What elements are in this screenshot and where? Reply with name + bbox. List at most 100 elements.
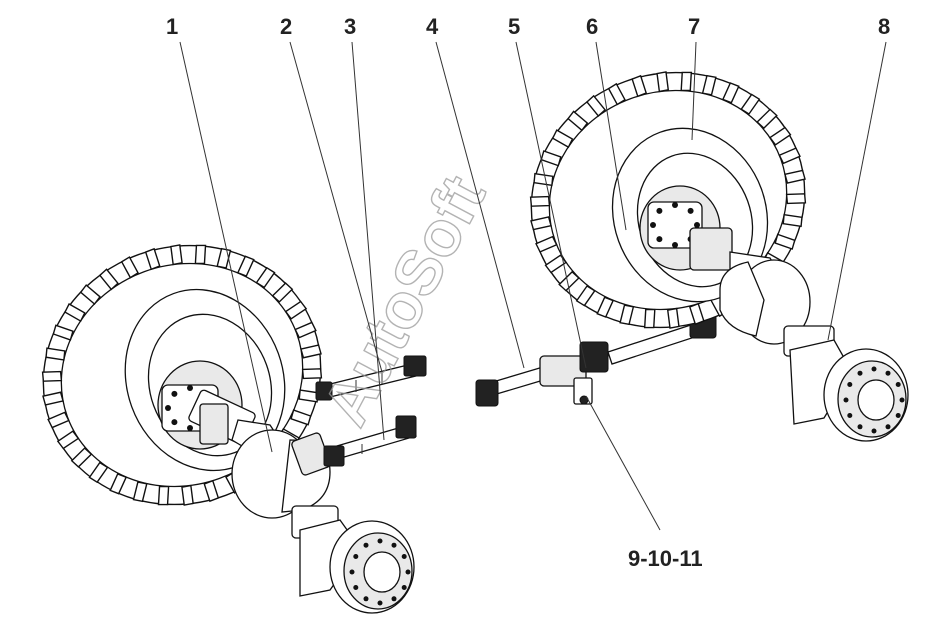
bolt	[895, 382, 901, 387]
tread-block	[236, 255, 255, 277]
bolt	[656, 207, 663, 214]
tread-block	[721, 82, 740, 104]
tread-block	[132, 481, 148, 503]
tread-block	[558, 270, 580, 292]
tread-block	[529, 195, 551, 207]
callout-4: 4	[426, 14, 439, 39]
tread-block	[586, 94, 607, 117]
tread-block	[785, 193, 807, 205]
tread-block	[631, 74, 648, 98]
bolt	[694, 222, 700, 228]
bolt	[187, 385, 193, 391]
tread-block	[666, 307, 680, 329]
leader-8	[827, 41, 887, 341]
leader-7	[691, 41, 697, 141]
tread-block	[301, 368, 323, 380]
bolt	[650, 222, 656, 228]
tread-block	[47, 411, 70, 429]
tread-block	[294, 321, 317, 339]
leader-lines	[179, 41, 887, 531]
bolt	[857, 424, 863, 430]
tread-block	[56, 430, 80, 450]
bolt	[353, 554, 359, 559]
tread-block	[740, 93, 761, 115]
bolt	[885, 370, 891, 376]
callout-7: 7	[688, 14, 700, 39]
tread-block	[79, 284, 101, 306]
tread-block	[567, 110, 589, 132]
tread-block	[203, 479, 220, 503]
tread-block	[52, 324, 74, 341]
callout-8: 8	[878, 14, 890, 39]
tread-block	[619, 304, 635, 326]
bolt	[363, 596, 369, 602]
bolt	[895, 413, 901, 418]
bolt	[871, 428, 877, 434]
tread-block	[701, 74, 717, 96]
tread-block	[194, 244, 207, 265]
tread-block	[540, 150, 562, 167]
left-differential-housing	[231, 429, 331, 519]
bolt	[672, 202, 678, 208]
tread-block	[284, 300, 308, 320]
leader-9-10-11	[585, 395, 661, 531]
tread-block	[298, 389, 319, 403]
leader-5	[515, 41, 587, 369]
callout-labels: 1 2 3 4 5 6 7 8 9-10-11	[166, 14, 890, 571]
leader-1	[179, 41, 273, 453]
bolt	[871, 366, 877, 372]
callout-3: 3	[344, 14, 356, 39]
bolt	[377, 538, 383, 544]
bolt	[857, 370, 863, 376]
tread-block	[530, 216, 552, 231]
left-upper-shaft	[315, 355, 427, 401]
bolt	[187, 425, 193, 431]
tread-block	[769, 126, 792, 146]
tread-block	[181, 484, 194, 506]
tread-block	[535, 235, 558, 253]
callout-9-10-11: 9-10-11	[628, 546, 703, 571]
watermark: AutoSoft	[309, 164, 499, 436]
callout-5: 5	[508, 14, 520, 39]
tread-block	[120, 256, 139, 279]
tread-block	[656, 71, 670, 93]
right-bottom-hub	[783, 325, 909, 442]
tread-block	[41, 370, 63, 382]
bolt	[656, 236, 663, 243]
tread-block	[756, 108, 778, 130]
tread-block	[271, 282, 294, 303]
tread-block	[109, 473, 128, 495]
left-bottom-hub	[291, 505, 415, 614]
tread-block	[607, 82, 626, 106]
leader-4	[435, 41, 525, 369]
bolt	[391, 542, 397, 548]
leader-2	[289, 41, 383, 373]
bolt	[165, 405, 171, 411]
bolt	[171, 419, 178, 426]
tread-block	[88, 461, 109, 484]
bolt	[885, 424, 891, 430]
tread-block	[680, 71, 693, 92]
tread-block	[144, 247, 161, 271]
right-differential-housing	[719, 259, 811, 345]
bolt	[401, 554, 407, 559]
callout-6: 6	[586, 14, 598, 39]
bolt	[843, 397, 849, 403]
tread-block	[778, 147, 801, 165]
tread-block	[70, 447, 93, 468]
right-axle	[689, 227, 909, 442]
tread-block	[157, 485, 170, 506]
tread-block	[290, 409, 312, 426]
bolt	[899, 397, 905, 403]
tread-block	[784, 169, 806, 184]
bolt	[672, 242, 678, 248]
leader-3	[351, 41, 385, 441]
leader-6	[595, 41, 627, 231]
callout-2: 2	[280, 14, 292, 39]
bolt	[405, 569, 411, 575]
tread-block	[643, 308, 656, 329]
callout-1: 1	[166, 14, 178, 39]
tread-block	[42, 391, 64, 406]
